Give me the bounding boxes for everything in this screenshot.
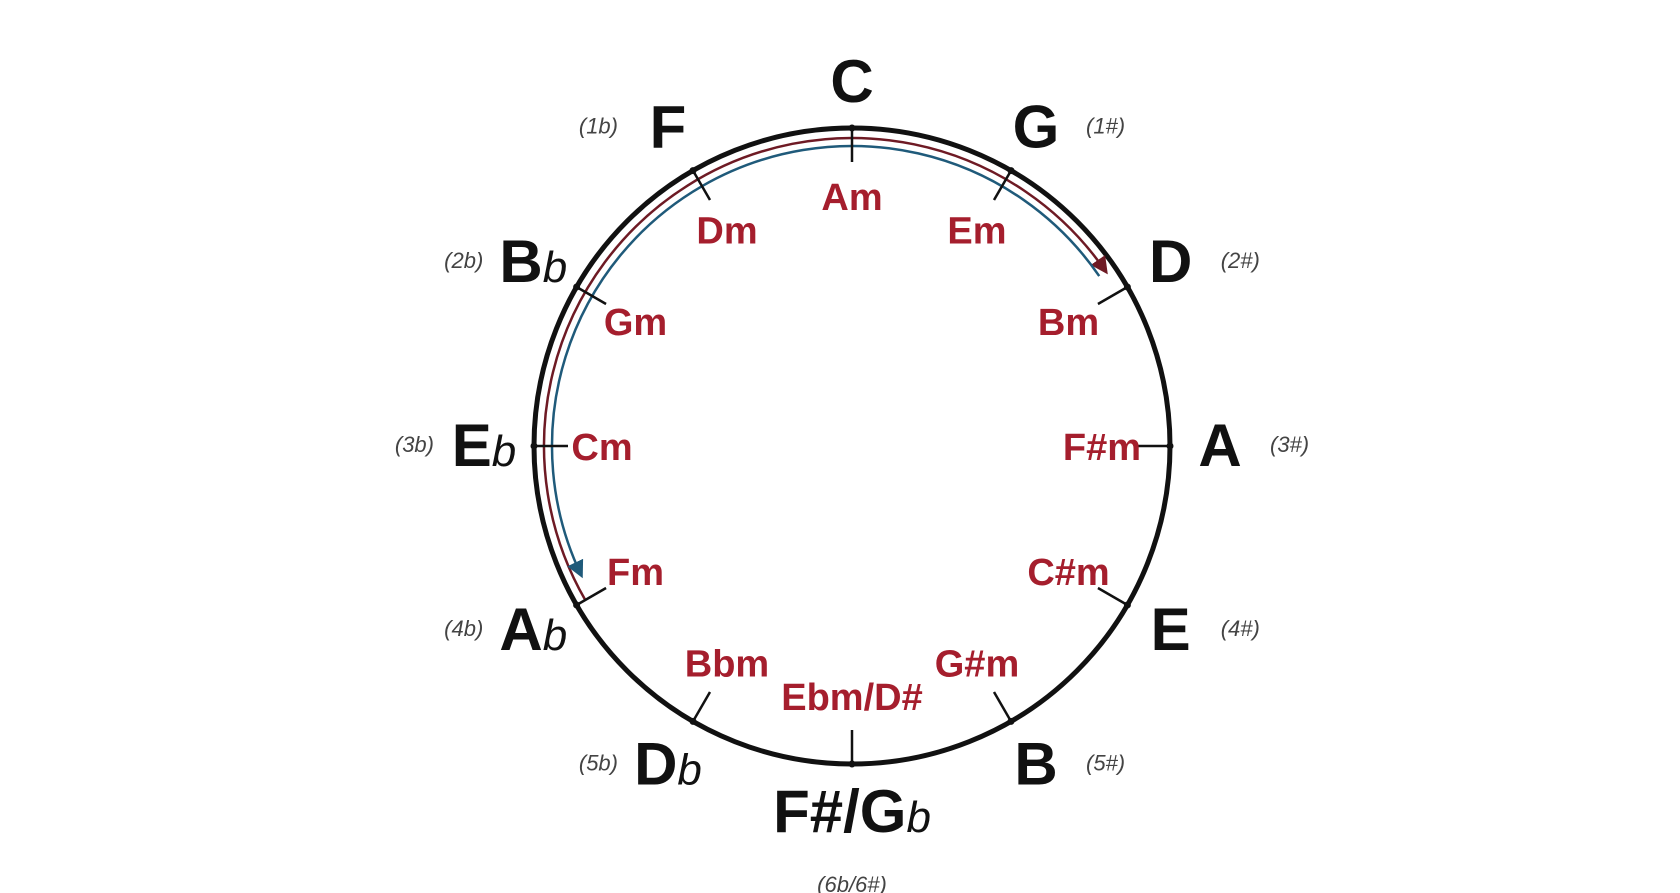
key-signature: (5b)	[579, 751, 618, 776]
major-key-ab: Ab	[499, 596, 567, 663]
key-signature: (4#)	[1221, 616, 1260, 641]
major-key-d: D	[1149, 228, 1192, 295]
major-root: C	[830, 48, 873, 115]
major-key-f: F	[650, 93, 687, 160]
major-key-fsharp-gb: F#/Gb	[773, 778, 931, 845]
tick-dot	[1123, 601, 1131, 609]
tick-mark	[691, 169, 712, 201]
major-accidental: b	[906, 793, 930, 842]
major-key-c: C	[830, 48, 873, 115]
major-root: E	[452, 412, 492, 479]
major-root: E	[1151, 596, 1191, 663]
key-signature: (6b/6#)	[817, 872, 887, 893]
minor-key-em: Em	[947, 210, 1006, 252]
tick-dot	[1007, 717, 1015, 725]
major-root: D	[1149, 228, 1192, 295]
key-signature: (4b)	[444, 616, 483, 641]
major-key-e: E	[1151, 596, 1191, 663]
major-key-eb: Eb	[452, 412, 517, 479]
key-signature-labels: (1#) (2#) (3#) (4#) (5#) (6b/6#) (5b) (4b) (3b) (…	[395, 113, 1309, 893]
major-root: F#/G	[773, 778, 906, 845]
minor-key-bm: Bm	[1038, 302, 1099, 344]
tick-mark	[992, 169, 1013, 201]
major-root: B	[499, 228, 542, 295]
minor-key-fsharpm: F#m	[1063, 427, 1141, 469]
key-signature: (2b)	[444, 248, 483, 273]
tick-mark	[575, 586, 607, 607]
tick-dot	[573, 601, 581, 609]
minor-key-am: Am	[821, 177, 882, 219]
major-accidental: b	[543, 243, 567, 292]
major-accidental: b	[543, 611, 567, 660]
key-signature: (3#)	[1270, 432, 1309, 457]
major-key-g: G	[1013, 93, 1060, 160]
major-root: G	[1013, 93, 1060, 160]
major-key-b: B	[1014, 731, 1057, 798]
major-root: F	[650, 93, 687, 160]
major-accidental: b	[492, 427, 516, 476]
tick-dot	[848, 760, 856, 768]
tick-dot	[1123, 283, 1131, 291]
tick-marks	[530, 124, 1174, 768]
tick-dot	[1007, 167, 1015, 175]
tick-dot	[1166, 442, 1174, 450]
tick-mark	[1097, 586, 1129, 607]
minor-key-gsharpm: G#m	[935, 644, 1019, 686]
tick-mark	[992, 691, 1013, 723]
clockwise-arrow	[542, 136, 1108, 601]
key-signature: (2#)	[1221, 248, 1260, 273]
key-signature: (1#)	[1086, 113, 1125, 138]
tick-dot	[689, 167, 697, 175]
major-key-a: A	[1198, 412, 1241, 479]
tick-mark	[575, 285, 607, 306]
tick-dot	[848, 124, 856, 132]
tick-dot	[530, 442, 538, 450]
major-root: B	[1014, 731, 1057, 798]
tick-dot	[573, 283, 581, 291]
major-root: A	[1198, 412, 1241, 479]
key-signature: (1b)	[579, 113, 618, 138]
major-root: A	[499, 596, 542, 663]
major-key-db: Db	[634, 731, 702, 798]
tick-mark	[691, 691, 712, 723]
minor-key-fm: Fm	[607, 552, 664, 594]
minor-key-cm: Cm	[571, 427, 632, 469]
major-accidental: b	[677, 746, 701, 795]
tick-mark	[1097, 285, 1129, 306]
tick-dot	[689, 717, 697, 725]
minor-key-ebm-dsharp: Ebm/D#	[781, 677, 922, 719]
minor-key-bbm: Bbm	[685, 644, 769, 686]
key-signature: (5#)	[1086, 751, 1125, 776]
major-key-bb: Bb	[499, 228, 567, 295]
major-root: D	[634, 731, 677, 798]
key-signature: (3b)	[395, 432, 434, 457]
minor-key-gm: Gm	[604, 302, 667, 344]
minor-key-csharpm: C#m	[1027, 552, 1109, 594]
minor-key-dm: Dm	[696, 210, 757, 252]
